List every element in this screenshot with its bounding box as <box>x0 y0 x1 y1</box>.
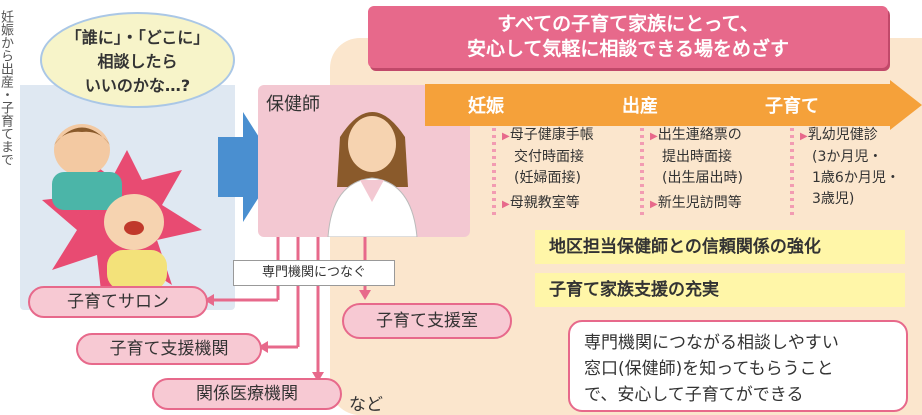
callout-line-2: 窓口(保健師)を知ってもらうこと <box>584 359 834 379</box>
column-pregnancy: ▶母子健康手帳 交付時面接 (妊婦面接) ▶母親教室等 <box>502 125 594 215</box>
column-item: 乳幼児健診 <box>807 127 878 143</box>
title-banner: すべての子育て家族にとって、 安心して気軽に相談できる場をめざす <box>368 6 888 68</box>
column-item: 交付時面接 <box>514 149 584 165</box>
column-item: (出生届出時) <box>662 170 743 186</box>
triangle-bullet-icon: ▶ <box>502 199 510 210</box>
column-item: (妊婦面接) <box>514 170 581 186</box>
title-line-2: 安心して気軽に相談できる場をめざす <box>466 38 790 60</box>
dest-support-room: 子育て支援室 <box>342 303 512 339</box>
bar-trust: 地区担当保健師との信頼関係の強化 <box>535 230 905 264</box>
column-item: 新生児訪問等 <box>657 195 742 211</box>
triangle-bullet-icon: ▶ <box>650 199 658 210</box>
nurse-face <box>348 116 396 172</box>
nurse-illustration <box>327 112 418 237</box>
side-vertical-text: 妊娠から出産・子育てまで <box>0 10 13 166</box>
baby-mouth <box>124 221 144 235</box>
parent-hair <box>54 127 110 145</box>
bubble-line-3: いいのかな…? <box>84 76 191 95</box>
column-item: 1歳6か月児・ <box>812 170 900 186</box>
column-item: 3歳児) <box>812 191 855 207</box>
title-line-1: すべての子育て家族にとって、 <box>497 13 759 35</box>
baby-body <box>107 250 167 290</box>
bubble-line-2: 相談したら <box>97 52 178 71</box>
etc-label: など <box>349 395 383 415</box>
callout-box: 専門機関につながる相談しやすい 窓口(保健師)を知ってもらうこと で、安心して子… <box>568 320 908 412</box>
dotted-divider <box>790 128 794 216</box>
column-item: 母子健康手帳 <box>509 127 594 143</box>
dest-medical: 関係医療機関 <box>152 378 342 410</box>
parent-body <box>52 172 122 210</box>
question-bubble: 「誰に」・「どこに」 相談したら いいのかな…? <box>40 12 235 108</box>
connect-label: 専門機関につなぐ <box>233 260 395 286</box>
dest-salon: 子育てサロン <box>28 286 208 318</box>
stage-childrearing: 子育て <box>765 96 819 117</box>
column-item: 提出時面接 <box>662 149 732 165</box>
nurse-label: 保健師 <box>266 94 320 115</box>
bubble-line-1: 「誰に」・「どこに」 <box>65 28 210 47</box>
triangle-bullet-icon: ▶ <box>800 131 808 142</box>
callout-line-1: 専門機関につながる相談しやすい <box>584 333 839 353</box>
column-item: 母親教室等 <box>509 195 580 211</box>
dotted-divider <box>640 128 644 216</box>
column-birth: ▶出生連絡票の 提出時面接 (出生届出時) ▶新生児訪問等 <box>650 125 743 215</box>
timeline-arrow <box>425 80 922 130</box>
nurse-collar <box>360 180 384 202</box>
stage-birth: 出産 <box>622 96 658 117</box>
triangle-bullet-icon: ▶ <box>650 131 658 142</box>
callout-line-3: で、安心して子育てができる <box>584 385 804 405</box>
stage-pregnancy: 妊娠 <box>468 96 504 117</box>
dotted-divider <box>492 128 496 216</box>
parent-head <box>54 124 110 176</box>
column-item: 出生連絡票の <box>657 127 742 143</box>
bar-support: 子育て家族支援の充実 <box>535 273 905 307</box>
dest-support-org: 子育て支援機関 <box>76 333 262 365</box>
column-childrearing: ▶乳幼児健診 (3か月児・ 1歳6か月児・ 3歳児) <box>800 125 900 210</box>
family-illustration <box>42 124 202 300</box>
column-item: (3か月児・ <box>812 149 883 165</box>
triangle-bullet-icon: ▶ <box>502 131 510 142</box>
nurse-coat <box>327 177 418 237</box>
flow-arrow-right <box>218 112 278 222</box>
